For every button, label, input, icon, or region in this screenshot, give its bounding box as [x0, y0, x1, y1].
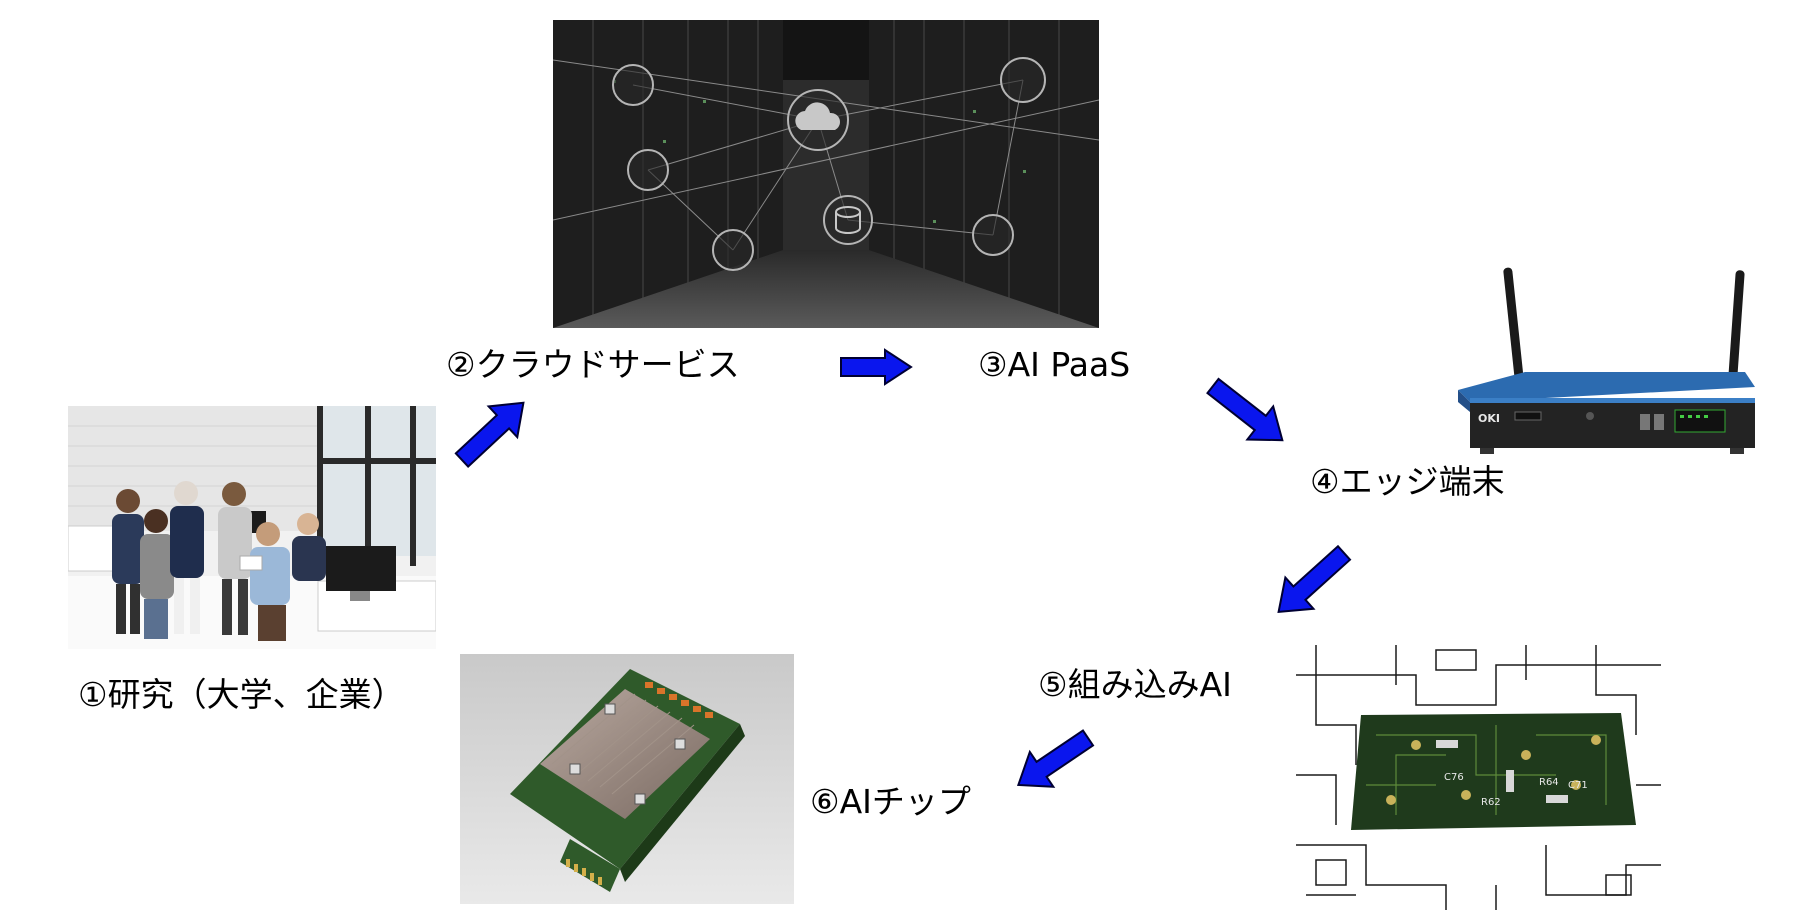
- research-photo: [68, 406, 436, 649]
- cloud-datacenter-photo: [553, 20, 1099, 328]
- board-mark-r64: R64: [1539, 777, 1559, 788]
- arrow-1: [454, 401, 525, 468]
- node-label-chip: ⑥AIチップ: [810, 782, 971, 821]
- node-label-edge: ④エッジ端末: [1310, 462, 1505, 501]
- node-label-embedded: ⑤組み込みAI: [1038, 665, 1232, 704]
- board-mark-c76: C76: [1444, 772, 1464, 783]
- circuit-board-photo: C76 R62 R64 C71: [1296, 645, 1661, 910]
- arrow-4: [1277, 544, 1352, 613]
- board-mark-c71: C71: [1568, 780, 1588, 791]
- node-label-research: ①研究（大学、企業）: [78, 675, 405, 714]
- device-brand-text: OKI: [1478, 412, 1500, 425]
- node-label-cloud: ②クラウドサービス: [446, 345, 740, 384]
- ai-chip-photo: [460, 654, 794, 904]
- node-label-paas: ③AI PaaS: [978, 345, 1131, 384]
- arrow-5: [1016, 729, 1095, 788]
- arrow-3: [1206, 377, 1284, 442]
- board-mark-r62: R62: [1481, 797, 1501, 808]
- edge-device-photo: OKI: [1430, 262, 1760, 462]
- arrow-2: [840, 348, 913, 386]
